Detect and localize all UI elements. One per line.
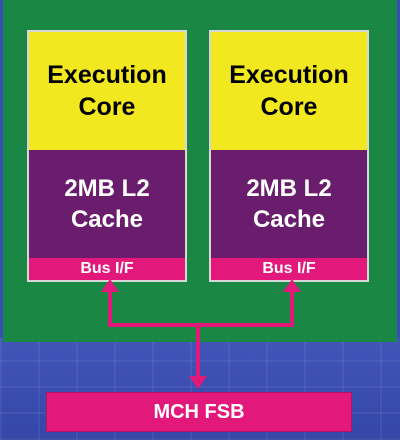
left-l2-cache: 2MB L2 Cache [29,150,185,258]
right-bus-interface: Bus I/F [211,258,367,280]
right-l2-cache: 2MB L2 Cache [211,150,367,258]
right-execution-core: Execution Core [211,32,367,150]
left-core-block: Execution Core 2MB L2 Cache Bus I/F [27,30,187,282]
left-execution-core: Execution Core [29,32,185,150]
right-core-block: Execution Core 2MB L2 Cache Bus I/F [209,30,369,282]
mch-fsb-bus: MCH FSB [46,392,352,432]
left-bus-interface: Bus I/F [29,258,185,280]
